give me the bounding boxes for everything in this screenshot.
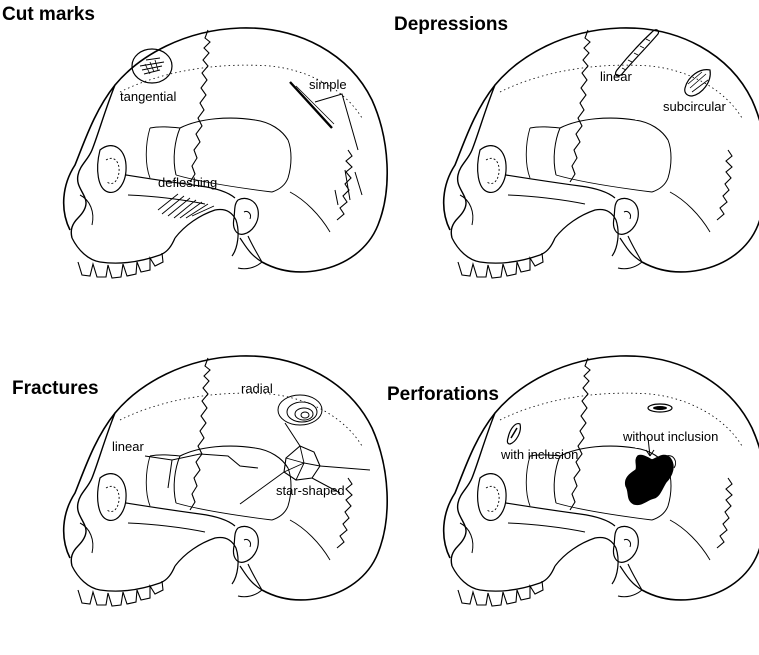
radial-fracture [278,395,322,425]
label-simple: simple [309,77,347,92]
simple-cut-mark [290,82,362,205]
subcircular-depression [685,70,711,96]
label-without-inclusion: without inclusion [623,429,718,444]
skull-illustration-cut-marks [0,0,379,327]
panel-title: Perforations [387,384,499,406]
label-defleshing: defleshing [158,175,217,190]
label-linear: linear [112,439,144,454]
perforation-without-inclusion [626,404,676,504]
label-linear: linear [600,69,632,84]
linear-fracture [145,454,258,488]
panel-title: Cut marks [2,4,95,26]
panel-title: Depressions [394,14,508,36]
panel-depressions: Depressions linear subcircular [380,0,759,327]
skull-illustration-depressions [380,0,759,327]
skull-illustration-perforations [380,328,759,655]
label-star-shaped: star-shaped [276,483,345,498]
panel-perforations: Perforations with inclusion without incl… [380,328,759,655]
panel-title: Fractures [12,378,99,400]
label-tangential: tangential [120,89,176,104]
label-with-inclusion: with inclusion [501,447,578,462]
panel-fractures: Fractures radial linear star-shaped [0,328,379,655]
label-subcircular: subcircular [663,99,726,114]
perforation-with-inclusion [507,424,520,444]
label-radial: radial [241,381,273,396]
panel-cut-marks: Cut marks tangential simple defleshing [0,0,379,327]
